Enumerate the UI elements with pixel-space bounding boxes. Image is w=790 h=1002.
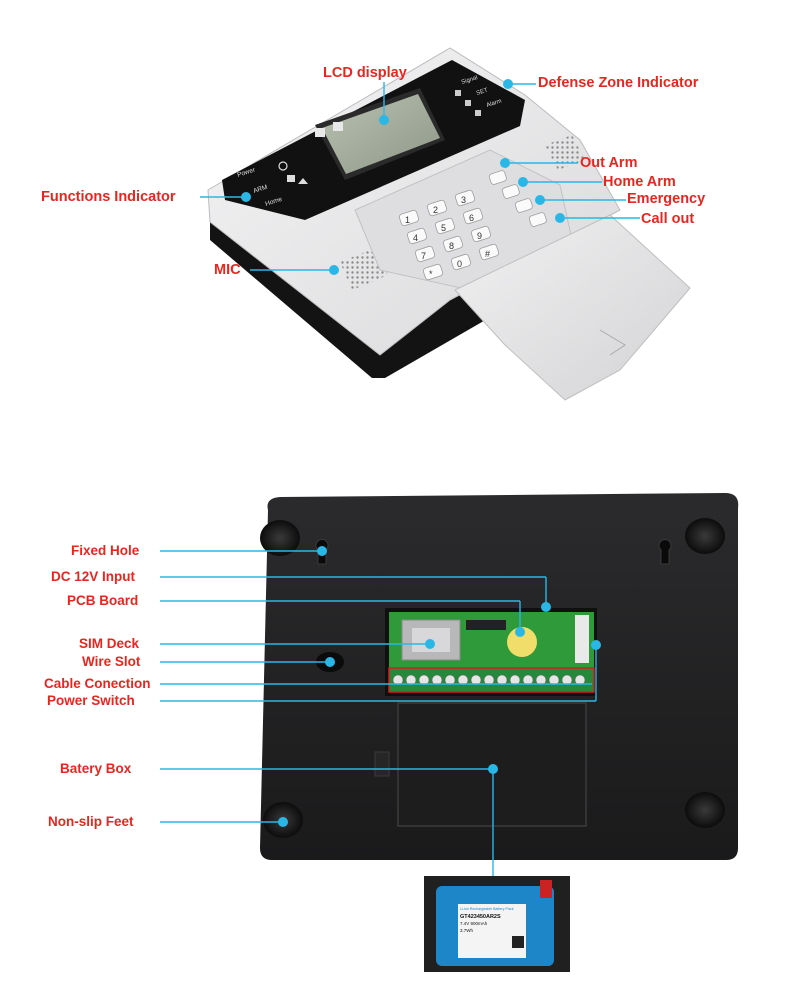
zone-led-1-icon: [455, 90, 461, 96]
key-hash-text: #: [485, 249, 490, 259]
label-battery-box: Batery Box: [60, 761, 132, 776]
key-6-text: 6: [469, 213, 474, 223]
alarm-panel-back: [260, 493, 739, 860]
lid-hinge-mark: [599, 329, 626, 356]
lcd-screen: [315, 88, 445, 180]
dc-jack: [575, 615, 589, 663]
label-mic: MIC: [214, 262, 241, 278]
keypad-lid[interactable]: [454, 214, 691, 401]
battery-spec2-text: 3.7Wh: [460, 928, 474, 933]
label-cable-connection: Cable Conection: [44, 676, 151, 691]
top-speaker-grill: [545, 135, 585, 170]
key-5-text: 5: [441, 223, 446, 233]
bottom-right-foot: [685, 792, 725, 828]
key-star-text: *: [429, 269, 433, 279]
emergency-key[interactable]: [514, 198, 534, 213]
top-callout-lines: [200, 82, 640, 271]
out-arm-key[interactable]: [488, 170, 508, 185]
key-0-text: 0: [457, 259, 462, 269]
label-pcb-board: PCB Board: [67, 593, 139, 608]
key-2[interactable]: [426, 199, 448, 217]
battery-spec1-text: 7.4V 900mAh: [460, 921, 488, 926]
home-icon: [298, 178, 308, 184]
key-1-text: 1: [405, 215, 410, 225]
key-1[interactable]: [398, 209, 420, 227]
label-emergency: Emergency: [627, 191, 706, 207]
fixed-hole-right: [658, 539, 672, 565]
key-8-text: 8: [449, 241, 454, 251]
label-functions-indicator: Functions Indicator: [41, 189, 176, 205]
label-nonslip-feet: Non-slip Feet: [48, 814, 134, 829]
key-4[interactable]: [406, 227, 428, 245]
label-out-arm: Out Arm: [580, 155, 638, 171]
label-call-out: Call out: [641, 211, 695, 227]
bottom-callout-dots: [278, 546, 601, 827]
battery-model-text: GT423450AR2S: [460, 914, 501, 920]
key-7[interactable]: [414, 245, 436, 263]
top-right-foot: [685, 518, 725, 554]
key-2-text: 2: [433, 205, 438, 215]
battery-box-latch: [374, 751, 390, 777]
label-fixed-hole: Fixed Hole: [71, 543, 140, 558]
label-sim-deck: SIM Deck: [79, 636, 140, 651]
battery-wire: [540, 880, 552, 898]
pcb-sticker: [507, 627, 537, 657]
arm-text: ARM: [252, 184, 268, 195]
label-defense-zone-indicator: Defense Zone Indicator: [538, 75, 699, 91]
home-arm-key[interactable]: [501, 184, 521, 199]
key-9[interactable]: [470, 225, 492, 243]
key-5[interactable]: [434, 217, 456, 235]
label-power-switch: Power Switch: [47, 693, 135, 708]
signal-text: Signal: [461, 75, 479, 86]
set-text: SET: [476, 87, 489, 96]
label-home-arm: Home Arm: [603, 174, 676, 190]
key-hash[interactable]: [478, 243, 500, 261]
bottom-callout-lines: [160, 550, 597, 876]
battery-label: [458, 904, 526, 958]
battery-header-text: Li-ion Rechargeable Battery Pack: [460, 907, 514, 911]
key-3[interactable]: [454, 189, 476, 207]
zone-led-2-icon: [465, 100, 471, 106]
top-left-foot: [260, 520, 300, 556]
key-9-text: 9: [477, 231, 482, 241]
key-3-text: 3: [461, 195, 466, 205]
battery-inset: Li-ion Rechargeable Battery Pack GT42345…: [424, 876, 570, 972]
key-4-text: 4: [413, 233, 418, 243]
pcb-chip: [466, 620, 506, 630]
terminal-screws: [392, 674, 586, 686]
lcd-icon-right: [333, 122, 343, 131]
zone-led-3-icon: [475, 110, 481, 116]
label-wire-slot: Wire Slot: [82, 654, 141, 669]
key-8[interactable]: [442, 235, 464, 253]
battery-qr-icon: [512, 936, 524, 948]
call-out-key[interactable]: [528, 212, 548, 227]
label-dc-input: DC 12V Input: [51, 569, 136, 584]
key-7-text: 7: [421, 251, 426, 261]
label-lcd-display: LCD display: [323, 65, 407, 81]
alarm-panel-front: Power ARM Home Signal SET Alarm: [207, 47, 691, 401]
key-star[interactable]: [422, 263, 444, 281]
arm-lock-icon: [287, 175, 295, 182]
keypad: 1 2 3 4 5 6 7 8 9 * 0 #: [398, 170, 548, 281]
key-0[interactable]: [450, 253, 472, 271]
top-callout-dots: [241, 79, 565, 275]
power-icon: [278, 161, 288, 171]
lcd-icon-left: [315, 128, 325, 137]
alarm-text: Alarm: [486, 98, 503, 109]
key-6[interactable]: [462, 207, 484, 225]
